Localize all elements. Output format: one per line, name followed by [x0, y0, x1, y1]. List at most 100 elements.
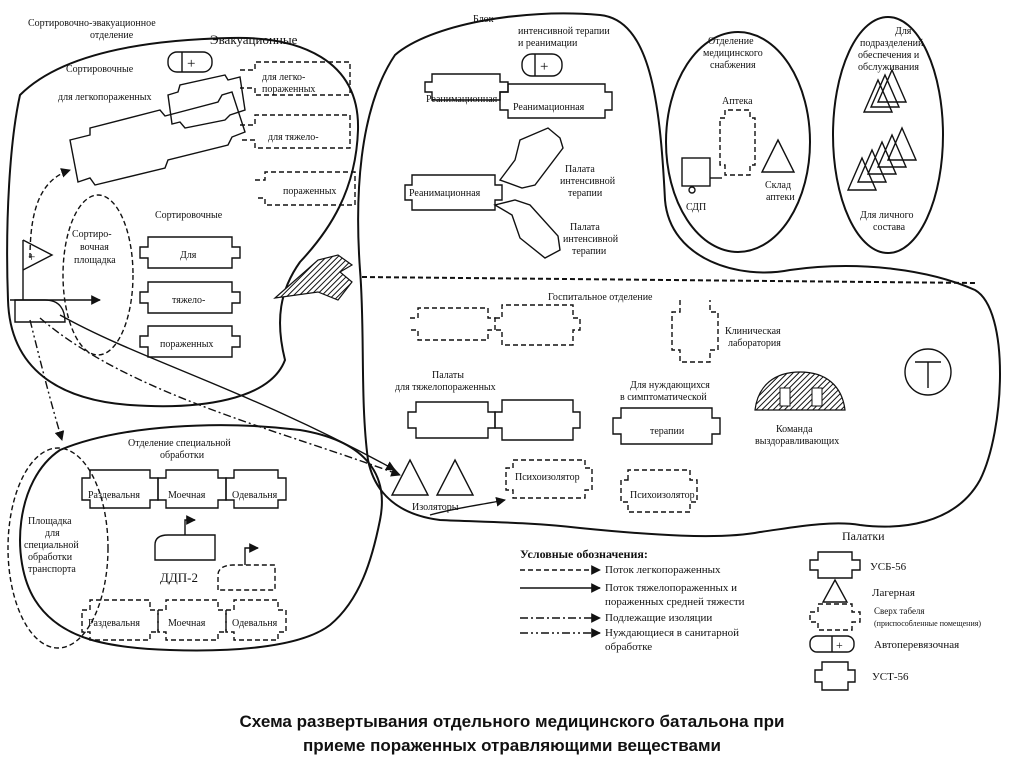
ward-2-b: интенсивной	[563, 234, 619, 245]
intensive-title-1: интенсивной терапии	[518, 26, 610, 37]
sort-area-1: Сортиро-	[72, 229, 112, 240]
special-boundary	[19, 424, 383, 652]
legend-item-1: Поток тяжелопораженных и	[605, 582, 737, 594]
area-5: транспорта	[28, 564, 76, 575]
special-tents-top	[81, 469, 287, 509]
pharmacy-store-icon	[760, 138, 796, 173]
sdp-vehicle	[681, 157, 722, 194]
flow-to-special	[29, 319, 65, 441]
transport-area	[7, 447, 109, 649]
units-boundary	[832, 16, 944, 254]
for-heavy-1: для тяжело-	[268, 132, 319, 143]
for-light-label: для легкопораженных	[58, 92, 152, 103]
legend-item-5: обработке	[605, 641, 652, 653]
intensive-hospital-boundary	[357, 12, 1001, 538]
tent-camp-icon	[821, 578, 849, 603]
sdp-label: СДП	[686, 202, 706, 213]
resus-2: Реанимационная	[513, 102, 585, 113]
store-2: аптеки	[766, 192, 795, 203]
hospital-divider	[361, 276, 977, 284]
checkpoint-flag-icon: +	[22, 239, 54, 300]
entry-vehicle-icon	[10, 295, 101, 323]
legend-item-2: пораженных средней тяжести	[605, 596, 745, 608]
dress-1: Одевальня	[232, 490, 278, 501]
hq-symbol	[904, 348, 952, 396]
tent-table-1: Сверх табеля	[874, 606, 925, 616]
symptom-2: в симптоматической	[620, 392, 707, 403]
units-title-3: обеспечения и	[858, 50, 920, 61]
for-light-1: для легко-	[262, 72, 305, 83]
sort-tent-small	[167, 74, 246, 129]
ward-2-a: Палата	[570, 222, 600, 233]
med-supply-title-3: снабжения	[710, 60, 756, 71]
isolator-tents	[390, 458, 475, 496]
pharmacy-label: Аптека	[722, 96, 753, 107]
units-title-2: подразделений	[860, 38, 924, 49]
units-title-4: обслуживания	[858, 62, 919, 73]
legend-item-3: Подлежащие изоляции	[605, 612, 712, 624]
tents-title: Палатки	[842, 529, 885, 543]
med-supply-title-2: медицинского	[703, 48, 763, 59]
resus-tents-mid	[404, 127, 564, 259]
med-supply-title-1: Отделение	[708, 36, 754, 47]
block-arrow	[273, 254, 354, 301]
svg-text:+: +	[836, 638, 843, 652]
units-camp-tents	[846, 68, 918, 191]
personal-1: Для личного	[860, 210, 914, 221]
sort-evac-title-2: отделение	[90, 30, 134, 41]
lab-1: Клиническая	[725, 326, 781, 337]
sort-area-2: вочная	[80, 242, 109, 253]
sorting-area	[62, 194, 134, 356]
caption-line-2: приеме пораженных отравляющими веществам…	[303, 736, 721, 755]
ddp-vehicle-2	[217, 543, 276, 591]
tent-table-2: (приспособленные помещения)	[874, 619, 981, 628]
symptom-1: Для нуждающихся	[630, 380, 710, 391]
area-3: специальной	[24, 540, 79, 551]
intensive-vehicle: +	[521, 53, 563, 77]
for-heavy-2: пораженных	[283, 186, 336, 197]
tent-ust-label: УСТ-56	[872, 671, 909, 683]
sorting-label: Сортировочные	[66, 64, 134, 75]
resus-3: Реанимационная	[409, 188, 481, 199]
legend-title: Условные обозначения:	[520, 547, 648, 561]
wash-1: Моечная	[168, 490, 206, 501]
for-light-2: пораженных	[262, 84, 315, 95]
area-1: Площадка	[28, 516, 72, 527]
dress-2: Одевальня	[232, 618, 278, 629]
wards-1: Палаты	[432, 370, 464, 381]
flow-light-to-sorting	[29, 168, 71, 259]
svg-text:+: +	[187, 56, 195, 72]
sort-evac-boundary	[6, 36, 360, 408]
resus-1: Реанимационная	[426, 94, 498, 105]
sorting2-label: Сортировочные	[155, 210, 223, 221]
flow-isolation	[39, 317, 401, 477]
auto-dressing-vehicle: +	[167, 51, 213, 73]
svg-text:+: +	[28, 249, 35, 264]
undress-2: Раздевальня	[88, 618, 140, 629]
area-4: обработки	[28, 552, 73, 563]
tent-camp-label: Лагерная	[872, 587, 915, 599]
block-label: Блок	[473, 14, 494, 25]
pharmacy-tent	[719, 109, 756, 176]
hospital-title: Госпитальное отделение	[548, 292, 653, 303]
units-title-1: Для	[895, 26, 912, 37]
heavy-2-label: пораженных	[160, 339, 213, 350]
sort-evac-title-1: Сортировочно-эвакуационное	[28, 18, 156, 29]
wash-2: Моечная	[168, 618, 206, 629]
sorting-tent-large	[69, 91, 246, 186]
evac-tents	[240, 61, 356, 206]
psych-2: Психоизолятор	[630, 490, 695, 501]
med-supply-boundary	[665, 31, 811, 253]
special-tents-bottom	[81, 599, 287, 641]
legend-item-4: Нуждающиеся в санитарной	[605, 627, 739, 639]
tent-auto-icon: +	[809, 635, 855, 653]
psych-tents	[505, 459, 698, 513]
therapy-label: терапии	[650, 426, 685, 437]
store-1: Склад	[765, 180, 791, 191]
legend-item-0: Поток легкопораженных	[605, 564, 721, 576]
heavy-wards-tents	[407, 399, 721, 445]
tent-ust-icon	[814, 661, 856, 691]
ward-2-c: терапии	[572, 246, 607, 257]
psych-1: Психоизолятор	[515, 472, 580, 483]
